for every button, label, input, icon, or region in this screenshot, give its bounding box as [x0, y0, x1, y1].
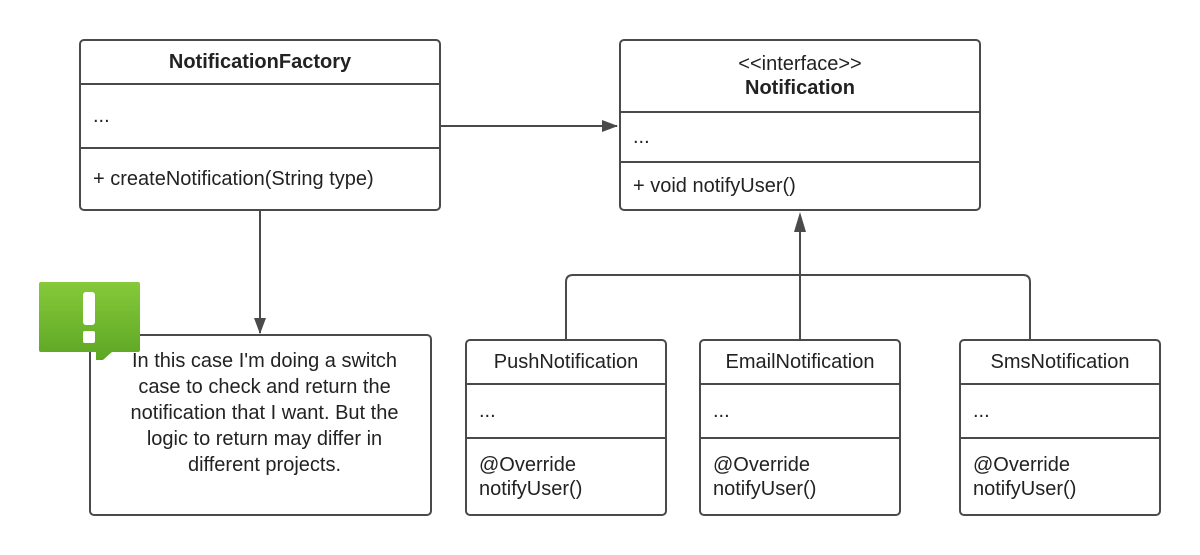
note-text: In this case I'm doing a switch case to … [130, 350, 399, 476]
class-name: PushNotification [493, 351, 639, 373]
push-notification-class[interactable]: PushNotification ... @Override notifyUse… [465, 339, 667, 516]
annotation-text: @Override [713, 454, 810, 476]
inheritance-arrowhead [794, 212, 806, 232]
sms-notification-class[interactable]: SmsNotification ... @Override notifyUser… [959, 339, 1161, 516]
inheritance-connector [565, 232, 1031, 340]
method-text: notifyUser() [713, 478, 817, 500]
methods-section: @Override notifyUser() [701, 437, 899, 514]
class-name: SmsNotification [990, 351, 1130, 373]
method-text: + void notifyUser() [633, 175, 796, 197]
methods-section: + void notifyUser() [621, 161, 979, 209]
attributes-section: ... [961, 383, 1159, 437]
methods-section: @Override notifyUser() [961, 437, 1159, 514]
attributes-section: ... [81, 83, 439, 147]
method-text: notifyUser() [479, 478, 583, 500]
interface-header: <<interface>> Notification [621, 41, 979, 111]
attributes-text: ... [973, 400, 990, 422]
attributes-text: ... [479, 400, 496, 422]
comment-note[interactable]: In this case I'm doing a switch case to … [89, 334, 432, 516]
class-name: Notification [745, 77, 855, 99]
class-name: EmailNotification [725, 351, 875, 373]
method-text: notifyUser() [973, 478, 1077, 500]
class-name: NotificationFactory [168, 51, 352, 73]
attributes-text: ... [633, 126, 650, 148]
email-notification-class[interactable]: EmailNotification ... @Override notifyUs… [699, 339, 901, 516]
notification-interface[interactable]: <<interface>> Notification ... + void no… [619, 39, 981, 211]
method-text: + createNotification(String type) [93, 168, 374, 190]
stereotype-label: <<interface>> [738, 53, 862, 75]
annotation-text: @Override [973, 454, 1070, 476]
attributes-section: ... [621, 111, 979, 161]
exclamation-icon [39, 282, 140, 360]
attributes-section: ... [467, 383, 665, 437]
annotation-text: @Override [479, 454, 576, 476]
methods-section: + createNotification(String type) [81, 147, 439, 209]
notification-factory-class[interactable]: NotificationFactory ... + createNotifica… [79, 39, 441, 211]
attributes-section: ... [701, 383, 899, 437]
methods-section: @Override notifyUser() [467, 437, 665, 514]
attributes-text: ... [93, 105, 110, 127]
attributes-text: ... [713, 400, 730, 422]
